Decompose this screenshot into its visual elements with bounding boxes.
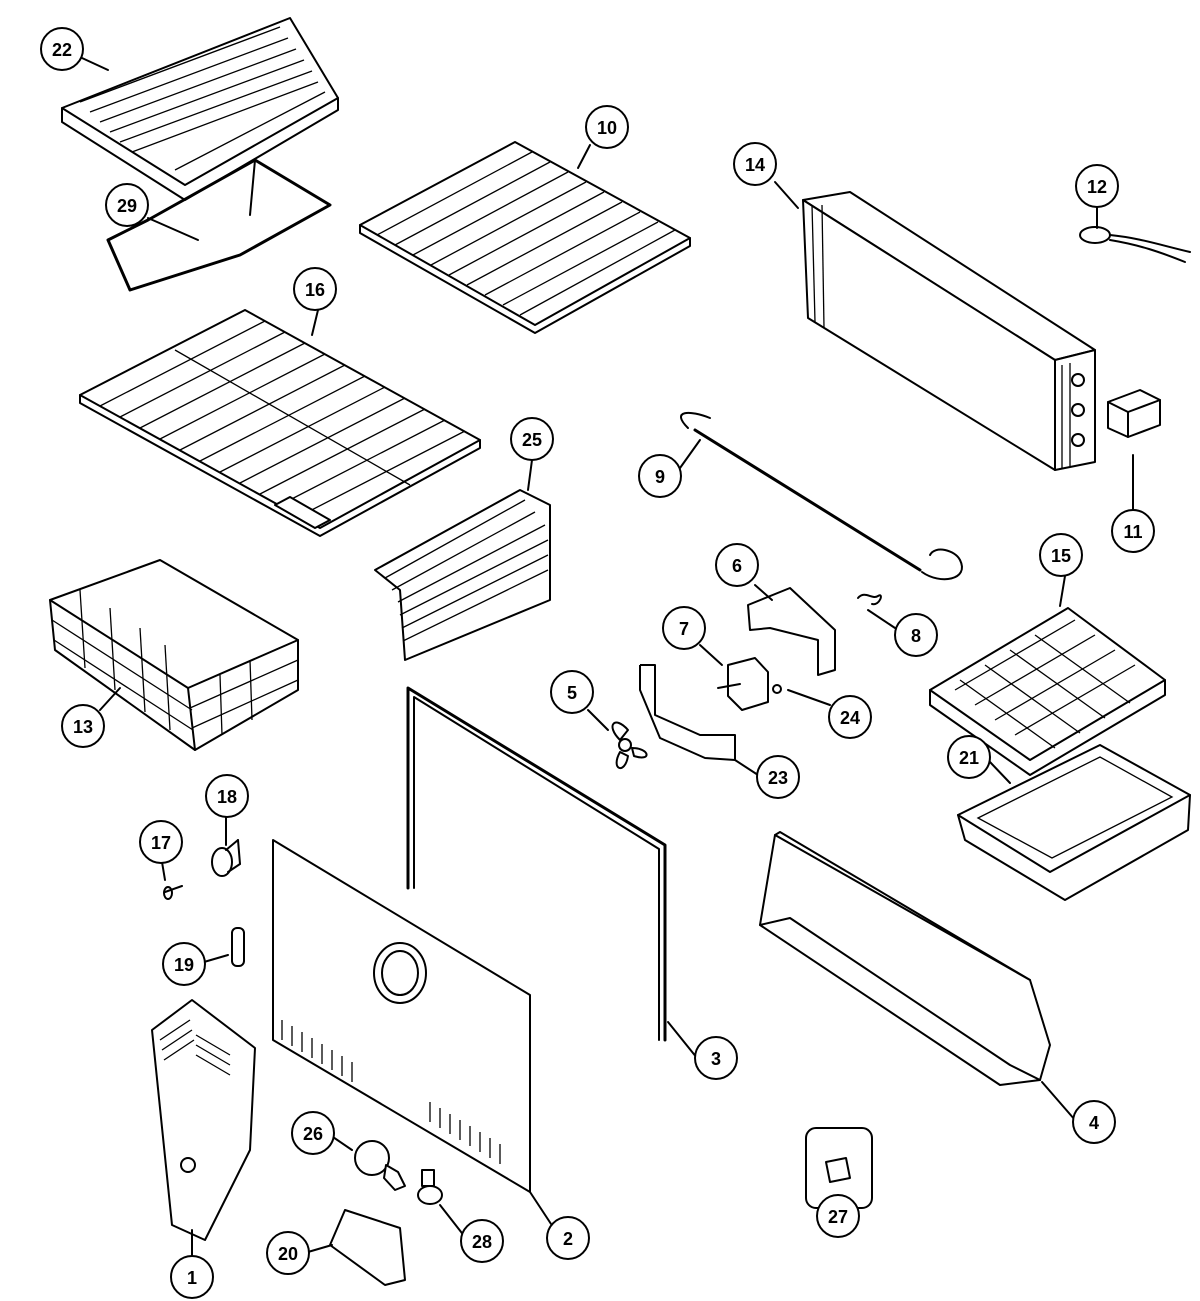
part-23-motor-bracket <box>639 664 736 761</box>
callout-label: 8 <box>911 626 921 646</box>
part-14-evaporator <box>802 191 1096 471</box>
part-10-wire-shelf <box>359 141 691 334</box>
callout-8: 8 <box>894 613 938 657</box>
part-24-small <box>772 684 782 694</box>
callout-29: 29 <box>105 183 149 227</box>
callout-14: 14 <box>733 142 777 186</box>
callout-label: 2 <box>563 1229 573 1249</box>
callout-24: 24 <box>828 695 872 739</box>
callout-26: 26 <box>291 1111 335 1155</box>
part-19-insert <box>231 927 245 967</box>
callout-6: 6 <box>715 543 759 587</box>
callout-label: 3 <box>711 1049 721 1069</box>
part-26-bulb <box>354 1140 406 1191</box>
callout-7: 7 <box>662 606 706 650</box>
callout-label: 14 <box>745 155 765 175</box>
callout-label: 17 <box>151 833 171 853</box>
callout-label: 19 <box>174 955 194 975</box>
part-5-fan-blade <box>611 721 648 769</box>
callout-25: 25 <box>510 417 554 461</box>
part-22-shelf-cover <box>61 17 339 201</box>
callout-19: 19 <box>162 942 206 986</box>
callout-5: 5 <box>550 670 594 714</box>
callout-label: 22 <box>52 40 72 60</box>
callout-label: 25 <box>522 430 542 450</box>
part-4-trim-channel <box>759 831 1051 1086</box>
callout-label: 24 <box>840 708 860 728</box>
callout-20: 20 <box>266 1231 310 1275</box>
callout-label: 4 <box>1089 1113 1099 1133</box>
part-21-ice-bin <box>957 744 1191 901</box>
part-16-wire-shelf <box>79 309 481 537</box>
callout-label: 5 <box>567 683 577 703</box>
callout-label: 21 <box>959 748 979 768</box>
callout-label: 28 <box>472 1232 492 1252</box>
callout-23: 23 <box>756 755 800 799</box>
callout-16: 16 <box>293 267 337 311</box>
part-6-bracket <box>747 587 836 676</box>
callout-label: 11 <box>1123 522 1142 542</box>
callout-17: 17 <box>139 820 183 864</box>
callout-15: 15 <box>1039 533 1083 577</box>
callout-label: 23 <box>768 768 788 788</box>
callout-13: 13 <box>61 704 105 748</box>
callout-label: 6 <box>732 556 742 576</box>
callout-group: 22 10 14 12 29 16 25 9 11 15 6 8 7 24 5 … <box>40 27 1155 1299</box>
part-12-thermostat <box>1079 226 1191 263</box>
callout-label: 27 <box>828 1207 848 1227</box>
part-9-heater <box>680 411 963 581</box>
callout-9: 9 <box>638 454 682 498</box>
callout-label: 13 <box>73 717 93 737</box>
part-13-wire-basket <box>49 559 299 751</box>
callout-label: 15 <box>1051 546 1071 566</box>
callout-12: 12 <box>1075 164 1119 208</box>
callout-21: 21 <box>947 735 991 779</box>
callout-18: 18 <box>205 774 249 818</box>
part-25-panel <box>374 489 551 661</box>
callout-label: 16 <box>305 280 325 300</box>
part-18-knob <box>211 839 241 877</box>
callout-label: 12 <box>1087 177 1107 197</box>
part-11-block <box>1107 389 1161 438</box>
callout-28: 28 <box>460 1219 504 1263</box>
callout-10: 10 <box>585 105 629 149</box>
part-27-switch <box>805 1127 873 1209</box>
callout-4: 4 <box>1072 1100 1116 1144</box>
part-3-gasket <box>406 686 667 1042</box>
part-7-motor <box>717 657 769 711</box>
part-2-back-panel <box>272 839 531 1193</box>
callout-11: 11 <box>1111 509 1155 553</box>
part-8-clip <box>857 593 882 606</box>
callout-1: 1 <box>170 1255 214 1299</box>
callout-label: 18 <box>217 787 237 807</box>
callout-label: 10 <box>597 118 617 138</box>
part-29-frame <box>106 158 332 292</box>
callout-label: 1 <box>187 1268 197 1288</box>
part-15-ice-tray <box>929 607 1166 776</box>
part-1-vent-cover <box>151 999 256 1241</box>
callout-label: 29 <box>117 196 137 216</box>
callout-label: 20 <box>278 1244 298 1264</box>
callout-27: 27 <box>816 1194 860 1238</box>
callout-label: 26 <box>303 1124 323 1144</box>
callout-2: 2 <box>546 1216 590 1260</box>
callout-label: 9 <box>655 467 665 487</box>
callout-label: 7 <box>679 619 689 639</box>
part-17-screw <box>163 885 183 900</box>
part-28-socket <box>417 1169 443 1205</box>
callout-3: 3 <box>694 1036 738 1080</box>
callout-22: 22 <box>40 27 84 71</box>
part-20-lens <box>329 1209 406 1286</box>
